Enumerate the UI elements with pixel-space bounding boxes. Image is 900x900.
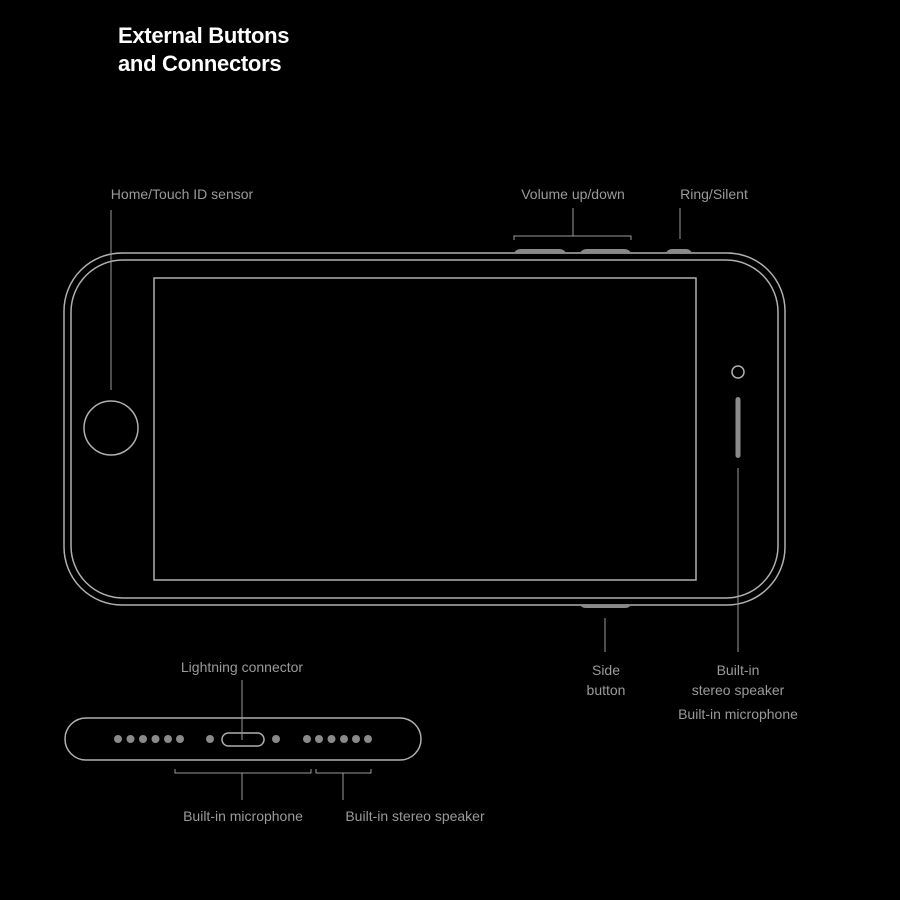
lightning-port <box>221 732 265 747</box>
label-ring-silent: Ring/Silent <box>680 186 748 202</box>
earpiece-speaker <box>735 397 741 458</box>
phone-screen <box>153 277 697 581</box>
volume-up-button <box>514 249 566 253</box>
microphone-bracket <box>174 769 312 774</box>
right-speaker-grille <box>303 735 372 743</box>
microphone-hole-left <box>206 735 214 743</box>
home-button <box>83 400 139 456</box>
title-line-2: and Connectors <box>118 51 282 76</box>
label-lightning: Lightning connector <box>181 659 304 675</box>
volume-bracket <box>513 235 632 240</box>
label-side-line1: Side <box>592 662 620 678</box>
label-volume: Volume up/down <box>521 186 625 202</box>
volume-down-button <box>580 249 631 253</box>
label-speaker-line1: Built-in <box>717 662 760 678</box>
label-side-line2: button <box>587 682 626 698</box>
label-speaker-bottom: Built-in stereo speaker <box>345 808 485 824</box>
ring-silent-switch <box>666 249 692 253</box>
side-button <box>580 605 631 608</box>
page-title: External Buttons and Connectors <box>118 22 290 78</box>
label-speaker-line2: stereo speaker <box>692 682 785 698</box>
label-microphone-right: Built-in microphone <box>678 706 798 722</box>
phone-body-outer <box>63 252 786 606</box>
phone-body-inner <box>70 259 779 599</box>
bottom-edge-outline <box>64 717 422 761</box>
title-line-1: External Buttons <box>118 23 290 48</box>
microphone-hole-right <box>272 735 280 743</box>
speaker-bracket <box>315 769 372 774</box>
front-camera <box>731 365 745 379</box>
bottom-view: Lightning connector Built-in microphone … <box>64 659 485 824</box>
label-microphone-bottom: Built-in microphone <box>183 808 303 824</box>
left-speaker-grille <box>114 735 184 743</box>
label-home-touch-id: Home/Touch ID sensor <box>111 186 254 202</box>
